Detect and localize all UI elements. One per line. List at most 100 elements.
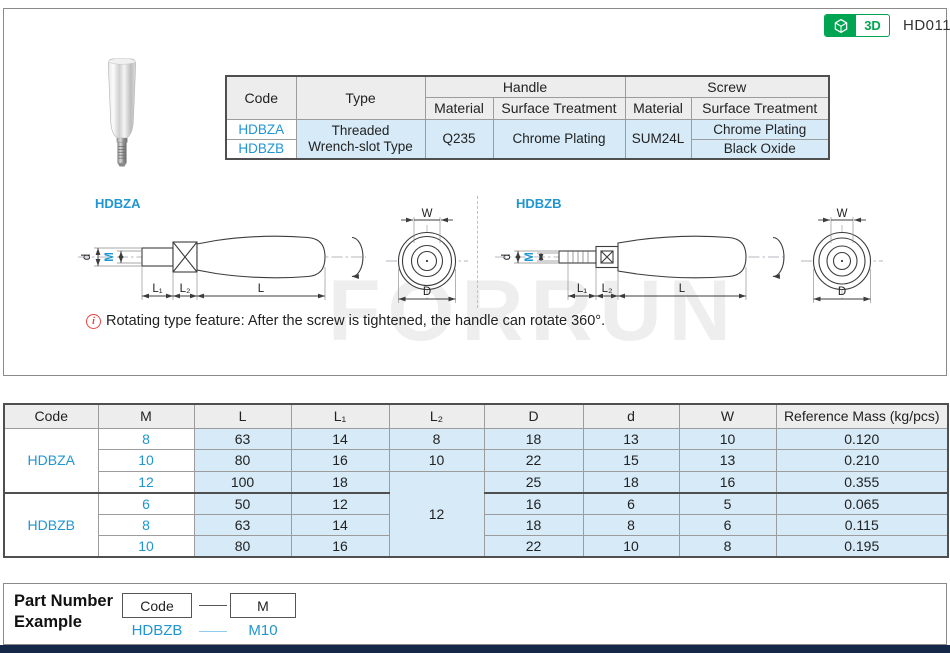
dim-label-m: M [104,252,116,262]
side-view-hdbza: d M L₁ L₂ L [78,235,366,300]
mass-value: 0.210 [775,449,949,472]
dim-header-w: W [678,403,777,429]
hdbzb-end-circles [812,231,872,291]
3d-view-badge[interactable]: 3D [824,14,890,37]
d-value: 13 [582,427,680,450]
example-m-value: M10 [248,622,278,639]
m-value: 8 [97,513,195,536]
m-value: 10 [97,449,195,472]
table-row: 12 100 18 12 25 18 16 0.355 [4,470,949,558]
spec-type-line2: Wrench-slot Type [308,138,413,154]
d-value: 6 [582,491,680,515]
w-value: 13 [678,449,777,472]
dim-header-l2: L₂ [388,403,485,429]
spec-header-screw: Screw [624,75,830,98]
dim-header-l1: L₁ [290,403,390,429]
w-value: 10 [678,427,777,450]
end-view-hdbza: W D [386,208,468,303]
hdbzb-outline [558,235,785,279]
dash-line-blue [199,631,227,632]
dimensions-table: Code M L L₁ L₂ D d W Reference Mass (kg/… [3,403,949,558]
big-d-value: 18 [483,427,584,450]
d-value: 10 [582,535,680,558]
w-value: 5 [678,491,777,515]
big-d-value: 16 [483,491,584,515]
l-value: 63 [193,513,292,536]
spec-header-screw-surface: Surface Treatment [690,96,830,120]
dim-label-big-d: D [838,286,846,298]
spec-header-handle-surface: Surface Treatment [492,96,626,120]
dim-label-l1: L₁ [577,283,587,295]
part-number-code-field: Code [122,593,192,618]
part-number-m-field: M [230,593,296,618]
table-row: 10 80 16 22 10 8 0.195 [4,535,949,558]
part-number-title-line2: Example [14,613,82,631]
mass-value: 0.355 [775,470,949,493]
mass-value: 0.115 [775,513,949,536]
spec-header-screw-material: Material [624,96,692,120]
l-value: 80 [193,449,292,472]
code-cell-hdbza: HDBZA [3,427,99,493]
table-row: HDBZB 6 50 12 16 6 5 0.065 [3,491,949,558]
d-value: 8 [582,513,680,536]
spec-code-b: HDBZB [225,138,297,160]
info-icon: i [86,313,101,329]
l-value: 100 [193,470,292,493]
part-number-title: Part Number Example [14,591,113,633]
part-number-example-box [3,583,947,645]
hdbza-outline [141,235,364,279]
dim-label-w: W [837,208,848,220]
l1-value: 12 [290,491,390,515]
m-value: 12 [97,470,195,493]
dim-header-mass: Reference Mass (kg/pcs) [775,403,949,429]
d-value: 15 [582,449,680,472]
l1-value: 16 [290,535,390,558]
m-value: 8 [97,427,195,450]
spec-header-handle: Handle [424,75,626,98]
w-value: 8 [678,535,777,558]
dim-label-l: L [679,283,686,295]
spec-table: Code Type Handle Screw Material Surface … [225,75,830,160]
l2-merged-value: 12 [388,470,485,558]
spec-handle-surface: Chrome Plating [492,118,626,160]
dim-label-l: L [258,283,265,295]
spec-header-type: Type [295,75,426,120]
dim-header-big-d: D [483,403,584,429]
dim-label-big-d: D [423,286,431,298]
big-d-value: 18 [483,513,584,536]
code-cell-hdbzb: HDBZB [3,491,99,558]
dim-label-d: d [501,254,513,260]
spec-type-line1: Threaded [331,122,390,138]
mass-value: 0.120 [775,427,949,450]
example-code-value: HDBZB [131,622,183,639]
big-d-value: 22 [483,449,584,472]
hdbza-end-circles [397,231,457,291]
spec-code-a: HDBZA [225,118,297,140]
spec-screw-surface-b: Black Oxide [690,138,830,160]
dim-label-l2: L₂ [180,283,191,295]
drawing-label-hdbzb: HDBZB [516,196,562,211]
drawing-label-hdbza: HDBZA [95,196,141,211]
product-code: HD011 [903,17,950,34]
table-row: HDBZA 8 63 14 8 18 13 10 0.120 [3,427,949,493]
mass-value: 0.195 [775,535,949,558]
m-value: 6 [97,491,195,515]
l1-value: 16 [290,449,390,472]
dim-header-code: Code [3,403,99,429]
feature-note: i Rotating type feature: After the screw… [86,313,605,329]
spec-handle-material: Q235 [424,118,494,160]
dim-label-l1: L₁ [152,283,162,295]
drawing-divider [477,196,478,308]
w-value: 6 [678,513,777,536]
w-value: 16 [678,470,777,493]
l1-value: 14 [290,513,390,536]
mass-value: 0.065 [775,491,949,515]
l2-value: 10 [388,449,485,472]
3d-badge-label: 3D [864,18,881,33]
end-view-hdbzb: W D [801,208,883,303]
dim-label-w: W [422,208,433,220]
spec-header-code: Code [225,75,297,120]
l1-value: 18 [290,470,390,493]
dim-header-m: M [97,403,195,429]
big-d-value: 25 [483,470,584,493]
